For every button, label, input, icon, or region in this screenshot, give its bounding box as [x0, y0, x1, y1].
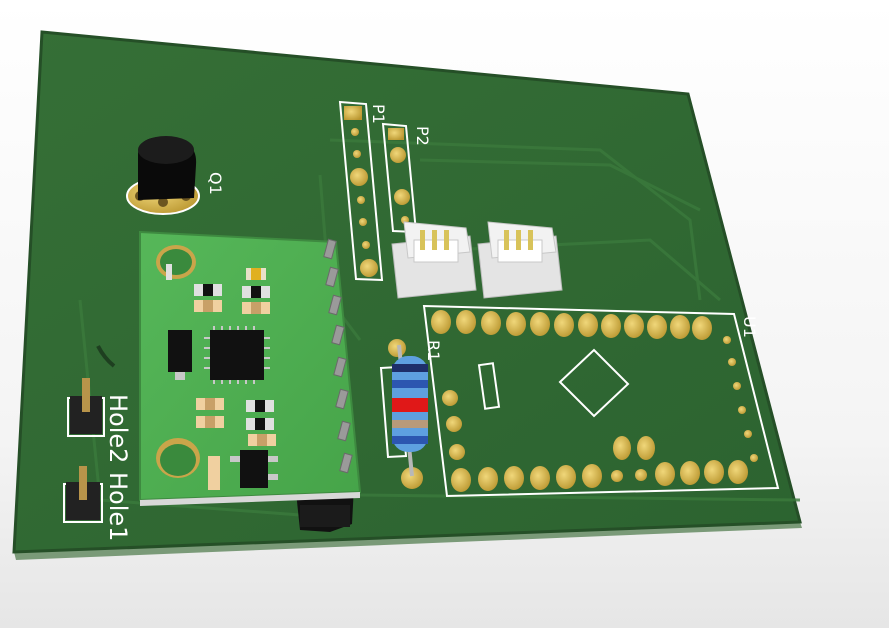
- p1-label: P1: [369, 104, 388, 124]
- u1-label: U1: [740, 316, 759, 338]
- sensor-module[interactable]: [139, 230, 362, 506]
- board-edge: [14, 522, 802, 560]
- p2-header[interactable]: [381, 122, 418, 234]
- p1-header[interactable]: [338, 100, 384, 282]
- jst-connector-1[interactable]: [391, 221, 477, 299]
- jst-connector-2[interactable]: [477, 221, 563, 299]
- u1-footprint[interactable]: [422, 304, 780, 498]
- r1-label: R1: [424, 340, 443, 361]
- q1-label: Q1: [206, 172, 225, 195]
- hole2-label: Hole2: [104, 394, 132, 463]
- silk-arc: [96, 345, 116, 368]
- hole2-pin[interactable]: [67, 378, 105, 437]
- r1-resistor[interactable]: [379, 339, 428, 489]
- hole1-label: Hole1: [104, 472, 132, 541]
- p2-label: P2: [413, 126, 432, 146]
- hole1-pin[interactable]: [63, 466, 103, 523]
- q1-transistor[interactable]: [126, 136, 200, 215]
